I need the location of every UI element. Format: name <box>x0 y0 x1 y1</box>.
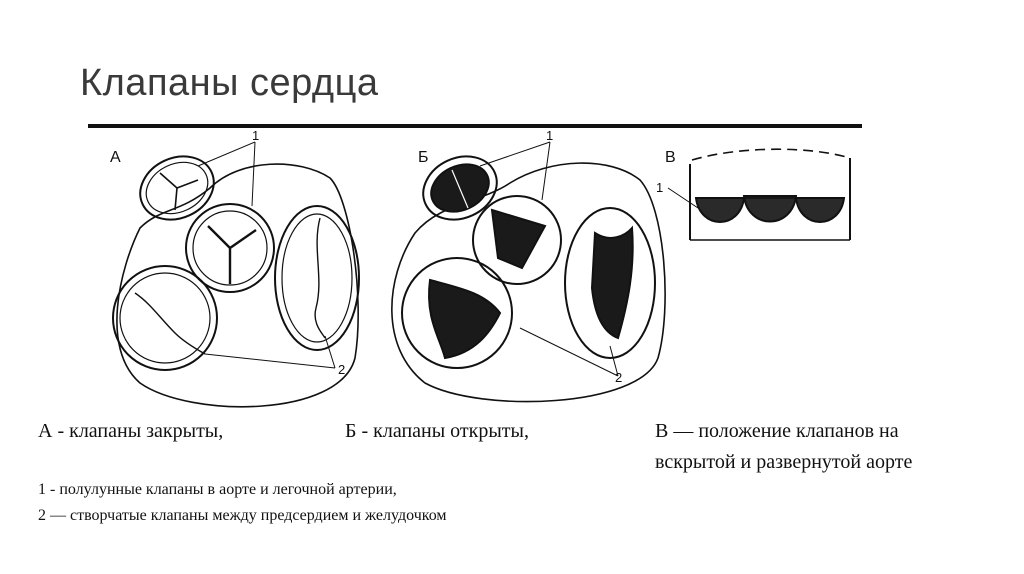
callout-1-b: 1 <box>546 128 553 143</box>
callout-1-c: 1 <box>656 180 663 195</box>
callout-2-b: 2 <box>615 370 622 385</box>
caption-c-line2: вскрытой и развернутой аорте <box>655 451 913 473</box>
callout-1-a: 1 <box>252 128 259 143</box>
panel-b <box>391 141 666 403</box>
caption-a: А - клапаны закрыты, <box>38 420 224 442</box>
slide-title: Клапаны сердца <box>80 62 379 104</box>
panel-label-b: Б <box>418 149 429 166</box>
legend-2: 2 — створчатые клапаны между предсердием… <box>38 507 447 524</box>
callout-2-a: 2 <box>338 362 345 377</box>
panel-c <box>667 148 851 241</box>
panel-a <box>112 141 360 408</box>
caption-b: Б - клапаны открыты, <box>345 420 529 442</box>
caption-c-line1: В — положение клапанов на <box>655 420 899 442</box>
legend-1: 1 - полулунные клапаны в аорте и легочно… <box>38 481 397 498</box>
heart-valves-figure: А 1 2 Б 1 2 <box>88 124 862 408</box>
panel-label-a: А <box>110 149 121 166</box>
top-divider <box>88 124 862 128</box>
panel-label-c: В <box>665 149 676 166</box>
